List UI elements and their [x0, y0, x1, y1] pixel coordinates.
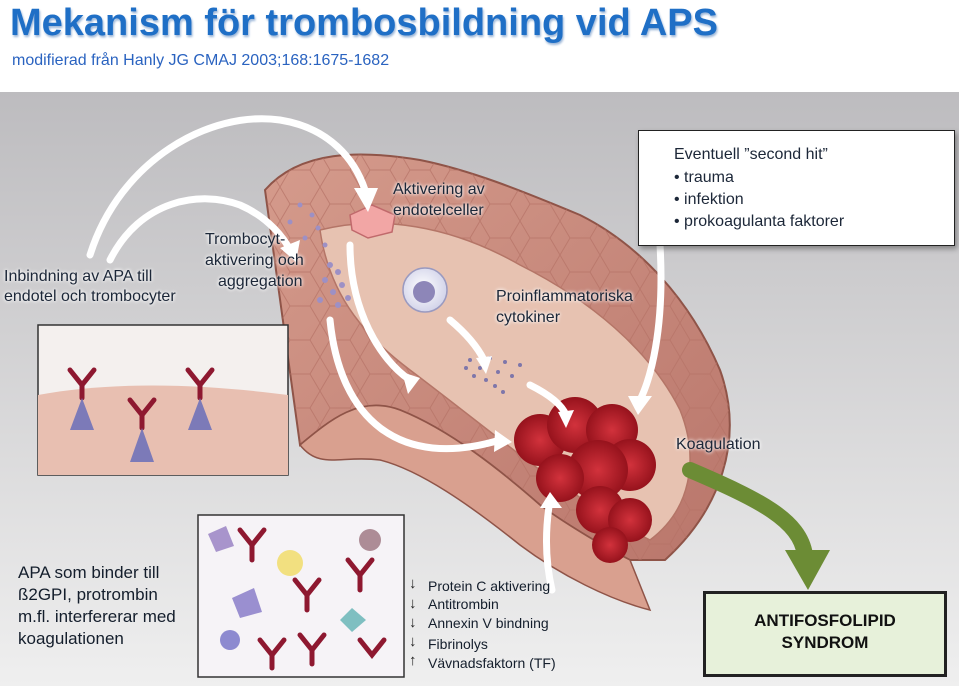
white-blood-cell-nucleus	[413, 281, 435, 303]
arrow-down-icon: ↓	[409, 633, 417, 650]
apa-binding-line1: APA som binder till	[18, 563, 160, 582]
coagulation-inset-antibodies	[237, 527, 387, 671]
label-inbindning-line2: endotel och trombocyter	[4, 288, 176, 305]
green-arrowhead	[785, 550, 830, 590]
label-trombocyt-line3: aggregation	[218, 273, 303, 290]
second-hit-item: • prokoagulanta faktorer	[674, 213, 845, 230]
arrow-down-icon: ↓	[409, 614, 417, 631]
second-hit-item: • trauma	[674, 169, 734, 186]
second-hit-item: • infektion	[674, 191, 744, 208]
apa-binding-line3: m.fl. interfererar med	[18, 607, 176, 626]
effect-item: Fibrinolys	[428, 636, 488, 652]
label-koagulation: Koagulation	[676, 436, 761, 453]
label-inbindning-line1: Inbindning av APA till	[4, 268, 153, 285]
pathway-arrowheads	[280, 188, 652, 508]
inset-beta2gpi-triangles	[70, 398, 212, 462]
label-endotel-line2: endotelceller	[393, 202, 484, 219]
syndrom-title-line2: SYNDROM	[781, 633, 869, 652]
coagulation-inset-shapes	[208, 526, 381, 650]
koagulation-to-syndrom-arrow	[682, 462, 813, 563]
effect-item: Annexin V bindning	[428, 615, 549, 631]
apa-binding-line4: koagulationen	[18, 629, 124, 648]
label-trombocyt-line2: aktivering och	[205, 252, 304, 269]
vessel-cut-edge	[298, 404, 652, 612]
second-hit-heading: Eventuell ”second hit”	[674, 146, 828, 163]
label-cytokin-line2: cytokiner	[496, 309, 561, 326]
syndrom-title-line1: ANTIFOSFOLIPID	[754, 611, 896, 630]
second-hit-box	[638, 130, 955, 246]
page-title: Mekanism för trombosbildning vid APS	[10, 2, 718, 44]
inset-antibodies	[67, 367, 215, 431]
blood-clot	[514, 397, 656, 563]
label-trombocyt-line1: Trombocyt-	[205, 231, 286, 248]
apa-binding-line2: ß2GPI, protrombin	[18, 585, 158, 604]
activated-endothelial-cell	[349, 204, 396, 239]
label-endotel-line1: Aktivering av	[393, 181, 485, 198]
antifosfolipid-syndrom-box	[703, 591, 947, 677]
pathway-arrows	[86, 115, 665, 594]
effect-item: Antitrombin	[428, 596, 499, 612]
arrow-down-icon: ↓	[409, 575, 417, 592]
source-reference: modifierad från Hanly JG CMAJ 2003;168:1…	[12, 52, 390, 69]
arrow-down-icon: ↓	[409, 595, 417, 612]
label-cytokin-line1: Proinflammatoriska	[496, 288, 633, 305]
effect-item: Protein C aktivering	[428, 578, 551, 594]
platelet-cluster	[287, 202, 355, 308]
inset-membrane	[38, 385, 288, 475]
effect-item: Vävnadsfaktorn (TF)	[428, 655, 556, 671]
arrow-up-icon: ↑	[409, 652, 417, 669]
